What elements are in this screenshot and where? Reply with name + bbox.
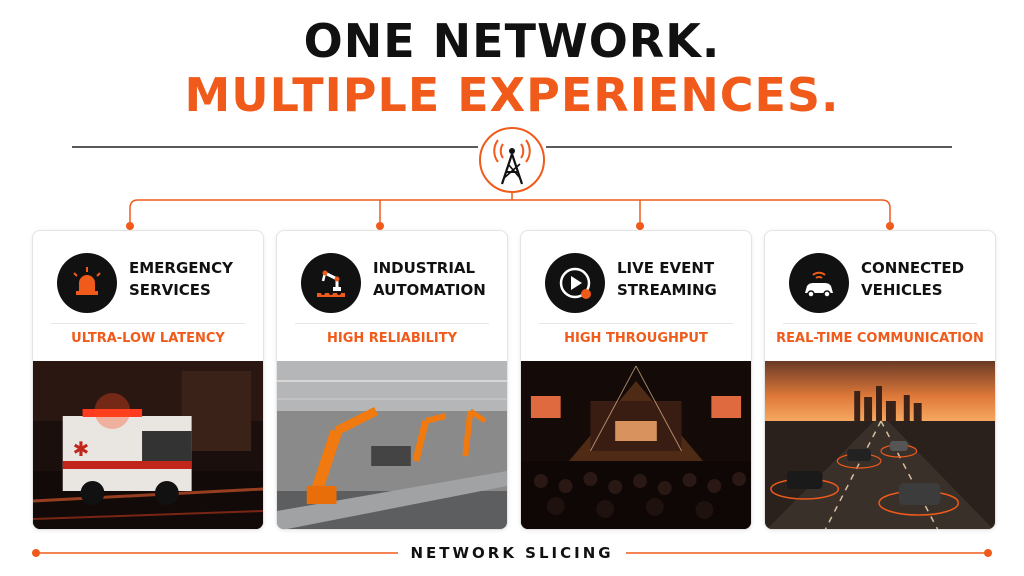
siren-icon (57, 253, 117, 313)
factory-robots-photo (277, 361, 507, 529)
branch-dot-1 (126, 222, 134, 230)
network-slicing-label: NETWORK SLICING (0, 544, 1024, 562)
card-subtitle: HIGH RELIABILITY (326, 331, 457, 346)
card-emergency-services: EMERGENCY SERVICES ULTRA-LOW LATENCY ✱ (32, 230, 264, 530)
card-title: EMERGENCY SERVICES (129, 259, 233, 299)
slicing-dot-right (984, 549, 992, 557)
highway-traffic-photo (765, 361, 995, 529)
branch-dot-2 (376, 222, 384, 230)
play-icon (545, 253, 605, 313)
title-line-1: ONE NETWORK. (303, 14, 721, 68)
card-live-event-streaming: LIVE EVENT STREAMING HIGH THROUGHPUT (520, 230, 752, 530)
card-title: CONNECTED VEHICLES (861, 259, 965, 299)
branch-line (129, 199, 891, 222)
title-line-2: MULTIPLE EXPERIENCES. (184, 68, 840, 122)
card-title: INDUSTRIAL AUTOMATION (373, 259, 486, 299)
card-connected-vehicles: CONNECTED VEHICLES REAL-TIME COMMUNICATI… (764, 230, 996, 530)
card-title: LIVE EVENT STREAMING (617, 259, 717, 299)
card-industrial-automation: INDUSTRIAL AUTOMATION HIGH RELIABILITY (276, 230, 508, 530)
concert-crowd-photo (521, 361, 751, 529)
cell-tower-icon (479, 127, 545, 193)
card-subtitle: REAL-TIME COMMUNICATION (776, 331, 984, 346)
connected-car-icon (789, 253, 849, 313)
robot-arm-icon (301, 253, 361, 313)
card-subtitle: HIGH THROUGHPUT (564, 331, 708, 346)
slicing-dot-left (32, 549, 40, 557)
branch-dot-3 (636, 222, 644, 230)
network-slicing-text: NETWORK SLICING (398, 544, 626, 562)
ambulance-photo: ✱ (33, 361, 263, 529)
svg-text:✱: ✱ (73, 438, 90, 461)
branch-dot-4 (886, 222, 894, 230)
card-subtitle: ULTRA-LOW LATENCY (71, 331, 225, 346)
